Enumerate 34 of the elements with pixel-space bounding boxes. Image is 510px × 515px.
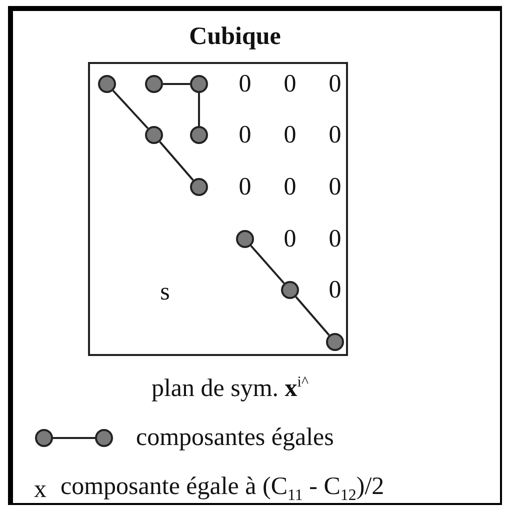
matrix-box xyxy=(88,62,348,356)
connector-line xyxy=(163,83,190,85)
matrix-entry: 0 xyxy=(238,122,252,148)
title: Cubique xyxy=(188,24,282,49)
matrix-entry: 0 xyxy=(238,72,252,96)
symbol: x xyxy=(34,476,46,502)
dot xyxy=(145,126,163,144)
dot xyxy=(98,75,116,93)
matrix-entry: 0 xyxy=(328,226,342,252)
dot xyxy=(281,281,299,299)
matrix-entry: 0 xyxy=(284,72,296,96)
connector-line xyxy=(250,245,285,284)
matrix-entry: 0 xyxy=(328,122,342,148)
dot xyxy=(190,126,208,144)
matrix-entry: 0 xyxy=(284,174,296,200)
legend-text: composantes égales xyxy=(136,425,334,450)
caption: plan de sym. x$^{i^}$ xyxy=(150,376,310,402)
matrix-entry: 0 xyxy=(238,174,252,200)
matrix-entry: 0 xyxy=(328,278,342,302)
dot xyxy=(145,75,163,93)
connector-line xyxy=(198,93,200,126)
dot xyxy=(190,178,208,196)
matrix-entry: 0 xyxy=(328,174,342,200)
connector-line xyxy=(159,141,194,181)
legend-text: composante égale à (C$_{11}$ - C$_{12}$)/2 xyxy=(60,474,384,504)
matrix-entry: 0 xyxy=(284,122,296,148)
connector-line xyxy=(112,90,149,130)
matrix-entry: 0 xyxy=(328,72,342,96)
connector-line xyxy=(295,296,330,336)
dot xyxy=(326,333,344,351)
matrix-entry: 0 xyxy=(284,226,296,252)
matrix-entry: s xyxy=(160,280,170,304)
dot xyxy=(190,75,208,93)
dot xyxy=(236,230,254,248)
